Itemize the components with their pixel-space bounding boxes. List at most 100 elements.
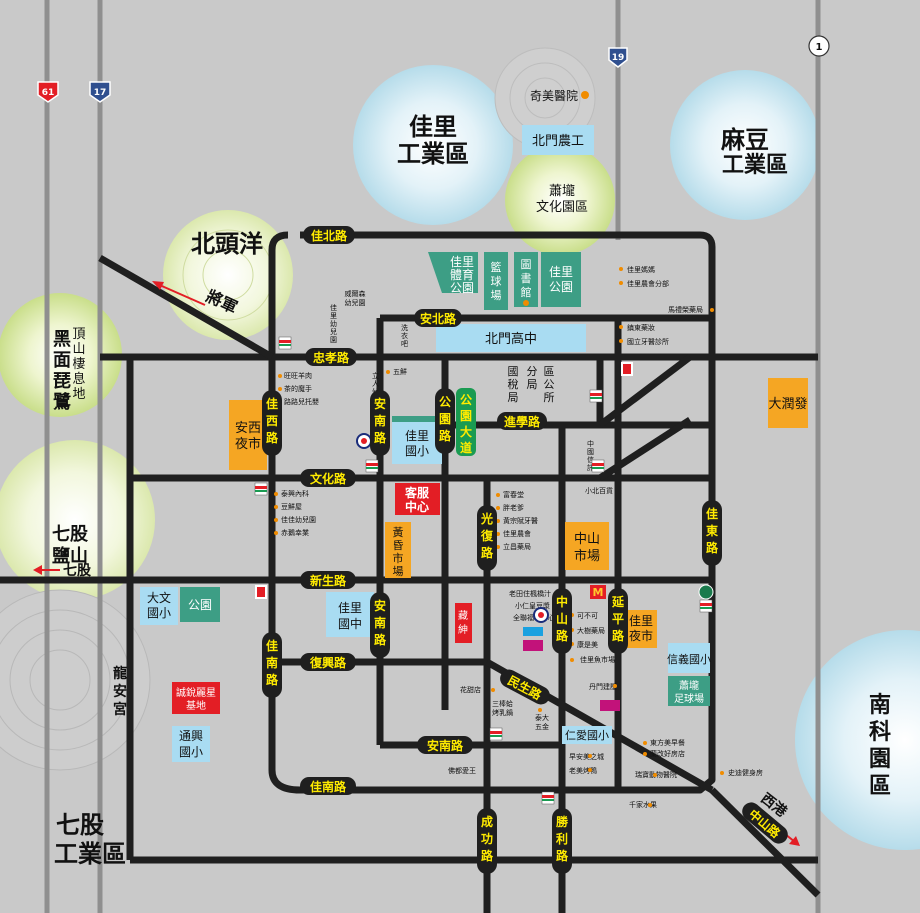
park-label-2: 公園 xyxy=(549,280,573,294)
qigu-salt-zone xyxy=(0,440,155,600)
dusk-char: 黃 xyxy=(393,526,404,539)
daruenfa-label: 大潤發 xyxy=(768,397,807,412)
qigu-salt-label-1: 七股 xyxy=(52,524,89,545)
svg-text:平: 平 xyxy=(612,612,624,626)
svg-text:蘭改好房店: 蘭改好房店 xyxy=(650,749,685,758)
road-label-jinxue: 進學路 xyxy=(497,412,547,430)
chunghwa-icon xyxy=(523,627,543,636)
road-label-jiaxi: 佳 西 路 xyxy=(262,390,282,456)
svg-text:區: 區 xyxy=(544,365,555,378)
svg-text:路: 路 xyxy=(612,628,625,643)
svg-text:大: 大 xyxy=(460,424,472,439)
highways xyxy=(44,0,821,913)
road-label-annan-bottom: 安南路 xyxy=(417,736,473,754)
road-label-guangfu: 光 復 路 xyxy=(477,505,497,571)
road-label-annan-mid: 安 南 路 xyxy=(370,592,390,658)
svg-text:園: 園 xyxy=(460,409,472,423)
tongxing-elem-block xyxy=(172,726,210,762)
zhongshan-market-label-1: 中山 xyxy=(574,532,600,547)
svg-text:立: 立 xyxy=(372,371,379,380)
svg-text:小北百貨: 小北百貨 xyxy=(585,486,613,495)
jiali-industrial-zone xyxy=(353,65,513,225)
zhongshan-market-label-2: 市場 xyxy=(574,548,600,564)
dusk-char: 昏 xyxy=(393,539,404,552)
svg-text:南: 南 xyxy=(374,615,386,630)
jiali-junior-block xyxy=(326,592,374,637)
svg-text:里: 里 xyxy=(330,312,337,320)
svg-text:路: 路 xyxy=(556,628,569,643)
svg-text:南: 南 xyxy=(374,413,386,428)
svg-text:泰大: 泰大 xyxy=(535,713,549,722)
svg-text:新生路: 新生路 xyxy=(310,573,347,588)
svg-text:文化路: 文化路 xyxy=(310,471,347,486)
svg-text:東方美早餐: 東方美早餐 xyxy=(650,738,685,747)
svg-text:幼: 幼 xyxy=(330,319,337,328)
beimen-high-label: 北門高中 xyxy=(485,331,537,347)
svg-text:公: 公 xyxy=(460,393,472,407)
longan-char: 龍 xyxy=(113,665,127,682)
gongyuan-park-block xyxy=(180,587,220,622)
svg-text:南: 南 xyxy=(266,655,278,670)
chimei-marker-icon xyxy=(581,91,589,99)
jiali-night-label-2: 夜市 xyxy=(629,628,653,643)
nanke-char: 區 xyxy=(869,774,891,799)
vertical-road-labels: 佳 西 路 安 南 路 公 園 路 公 園 大 道 光 復 路 xyxy=(262,388,722,874)
sports-label-2: 體育 xyxy=(450,267,474,282)
svg-text:烤乳鍋: 烤乳鍋 xyxy=(492,708,513,717)
dusk-char: 場 xyxy=(393,565,404,578)
dingshan-vertical: 頂 山 棲 息 地 xyxy=(72,327,85,402)
basketball-block xyxy=(484,252,508,310)
heimian-vertical: 黑 面 琵 鷺 xyxy=(53,329,72,413)
longan-char: 宮 xyxy=(113,701,127,718)
svg-text:史迪健身房: 史迪健身房 xyxy=(728,768,763,777)
xiaolong-culture-label-2: 文化園區 xyxy=(536,200,588,215)
nanke-char: 科 xyxy=(869,720,891,745)
zangshen-block xyxy=(455,603,472,643)
nanke-vertical: 南 科 園 區 xyxy=(869,693,891,799)
svg-text:威爾森: 威爾森 xyxy=(345,289,366,298)
pxmart-icon xyxy=(533,607,549,623)
road-label-anbei: 安北路 xyxy=(414,309,462,327)
jiali-junior-label-2: 國中 xyxy=(338,616,362,631)
svg-text:豆鮮屋: 豆鮮屋 xyxy=(281,502,302,511)
svg-text:旺旺羊肉: 旺旺羊肉 xyxy=(284,371,312,380)
road-label-jiabei: 佳北路 xyxy=(303,226,355,244)
svg-text:中: 中 xyxy=(556,594,568,609)
svg-text:花甜店: 花甜店 xyxy=(460,685,481,694)
jiali-park-block xyxy=(541,252,581,307)
beitouyang-zone xyxy=(163,210,293,340)
shield-61-label: 61 xyxy=(42,88,55,98)
road-label-gongyuan-blvd: 公 園 大 道 xyxy=(456,388,476,456)
svg-text:康是美: 康是美 xyxy=(577,640,598,649)
svg-text:路: 路 xyxy=(266,672,279,687)
shield-1-icon: 1 xyxy=(808,35,830,57)
jiali-night-block xyxy=(625,610,657,648)
svg-text:復興路: 復興路 xyxy=(309,655,347,670)
library-block xyxy=(514,252,538,307)
jiali-elem-block xyxy=(392,416,442,464)
seven-eleven-icon xyxy=(278,336,292,350)
svg-text:五金: 五金 xyxy=(535,722,549,731)
svg-text:路路兒托嬰: 路路兒托嬰 xyxy=(284,397,319,406)
svg-text:大樹藥局: 大樹藥局 xyxy=(577,626,605,635)
dawen-label-1: 大文 xyxy=(147,590,171,605)
library-char: 書 xyxy=(521,271,532,285)
svg-text:佳佳幼兒園: 佳佳幼兒園 xyxy=(281,515,316,524)
svg-text:國立牙醫診所: 國立牙醫診所 xyxy=(627,337,669,346)
sports-label-3: 公園 xyxy=(450,281,474,295)
svg-text:託: 託 xyxy=(587,463,594,472)
jiali-junior-label-1: 佳里 xyxy=(338,601,362,615)
basketball-char: 籃 xyxy=(491,260,502,274)
svg-text:路: 路 xyxy=(266,430,279,445)
zangshen-char: 紳 xyxy=(458,624,468,636)
svg-text:公: 公 xyxy=(544,378,555,391)
svg-text:復: 復 xyxy=(480,528,494,543)
customer-center-label-1: 客服 xyxy=(404,485,430,500)
road-label-fuxing: 復興路 xyxy=(300,653,356,671)
anxi-night-block xyxy=(229,400,267,470)
madou-industrial-label-2: 工業區 xyxy=(722,153,788,178)
anxi-label-1: 安西 xyxy=(235,421,261,436)
svg-text:安南路: 安南路 xyxy=(427,738,464,753)
svg-text:局: 局 xyxy=(527,378,538,391)
dusk-market-block xyxy=(385,522,411,578)
